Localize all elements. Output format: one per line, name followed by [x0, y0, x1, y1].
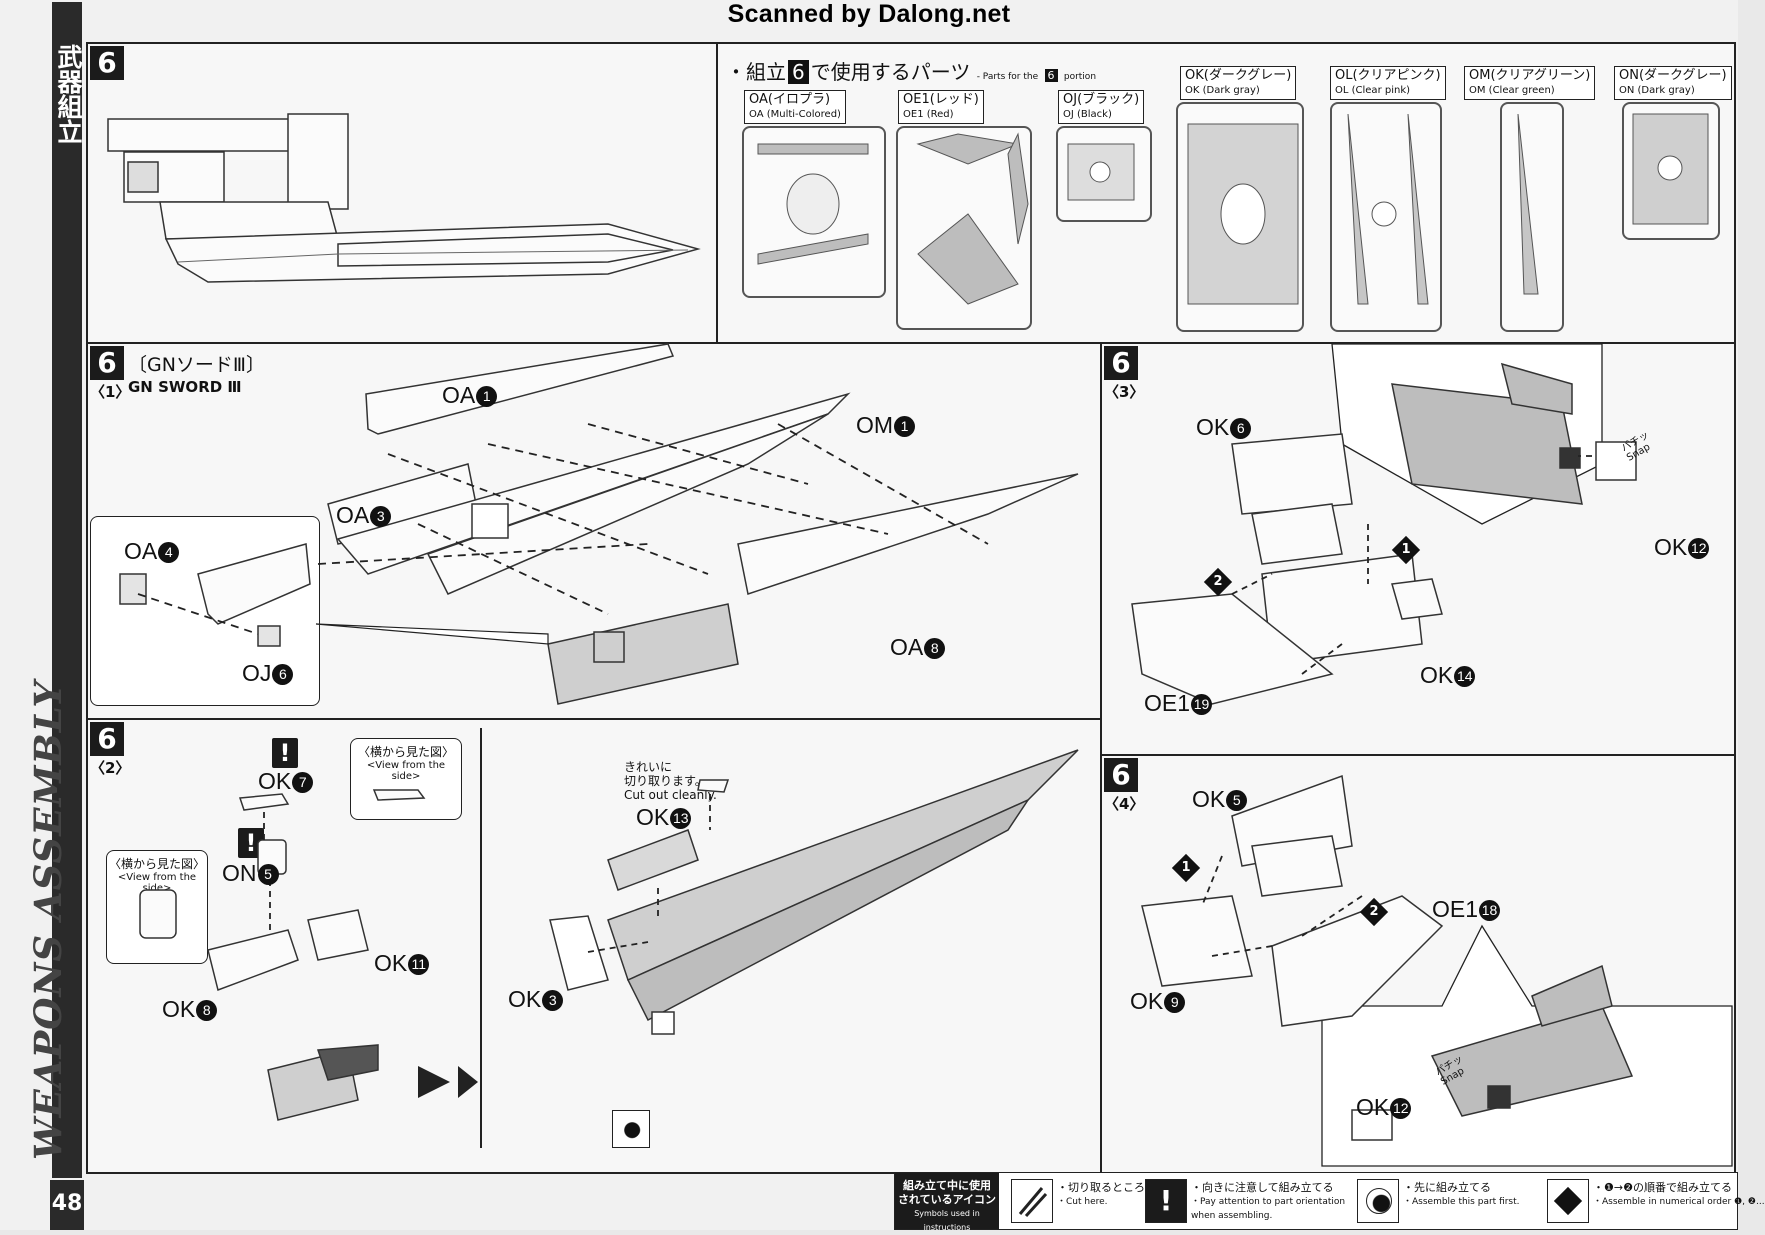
order-marker-2: 2: [1359, 897, 1389, 927]
order-marker-1: 1: [1391, 535, 1421, 565]
runner-tag-ok: OK(ダークグレー)OK (Dark gray): [1180, 66, 1297, 100]
runner-tag-ol: OL(クリアピンク)OL (Clear pink): [1330, 66, 1446, 100]
cut-cleanly-note: きれいに 切り取ります。 Cut out cleanly.: [624, 760, 717, 802]
assemble-first-icon: [1357, 1179, 1399, 1223]
runner-tag-oa: OA(イロプラ)OA (Multi-Colored): [744, 90, 846, 124]
nipper-icon: [1011, 1179, 1053, 1223]
order-marker-1: 1: [1171, 853, 1201, 883]
legend-assemble-first: ・先に組み立てる・Assemble this part first.: [1357, 1177, 1537, 1225]
step-number: 6: [90, 722, 124, 756]
step-number: 6: [90, 346, 124, 380]
substep-label: 〈1〉: [90, 383, 131, 401]
legend-title: 組み立て中に使用 されているアイコン Symbols used in instr…: [895, 1173, 999, 1232]
substep-label: 〈2〉: [90, 759, 131, 777]
sword-grip-assembly-illustration: [139, 749, 1079, 1121]
step-title-jp: 〔GNソードⅢ〕: [128, 354, 266, 376]
page-number: 48: [50, 1180, 84, 1230]
legend-orientation: ! ・向きに注意して組み立てる・Pay attention to part or…: [1145, 1177, 1345, 1225]
step-number: 6: [90, 46, 124, 80]
legend-cut-here: ・切り取るところ・Cut here.: [1011, 1177, 1145, 1225]
substep-label: 〈3〉: [1104, 383, 1145, 401]
step6-overview-panel: 6: [86, 42, 718, 344]
section-title-en: WEAPONS ASSEMBLY: [26, 680, 70, 1160]
step-title-en: GN SWORD Ⅲ: [128, 378, 242, 396]
gn-sword-assembly-illustration: [119, 343, 1079, 705]
side-view-callout: 〈横から見た図〉 <View from the side>: [350, 738, 462, 820]
section-sidebar: [52, 2, 82, 1178]
runner-om-image: [1500, 102, 1564, 332]
orientation-warning-icon: !: [272, 738, 298, 768]
runner-part-shapes: [757, 113, 1709, 305]
runner-tag-on: ON(ダークグレー)ON (Dark gray): [1614, 66, 1732, 100]
step6-2-panel: 6 〈2〉 ! ! 〈横から見た図〉 <View from the side> …: [86, 718, 1102, 1174]
panel-divider: [480, 728, 482, 1148]
runner-tag-oj: OJ(ブラック)OJ (Black): [1058, 90, 1145, 124]
watermark: Scanned by Dalong.net: [727, 0, 1011, 28]
symbols-legend: 組み立て中に使用 されているアイコン Symbols used in instr…: [894, 1172, 1765, 1232]
grip-left-assembly-illustration: [1131, 343, 1637, 705]
order-marker-2: 2: [1203, 567, 1233, 597]
step-number: 6: [1104, 758, 1138, 792]
substep-label: 〈4〉: [1104, 795, 1145, 813]
step-number: 6: [1104, 346, 1138, 380]
step-ref-badge: 6: [788, 60, 809, 84]
step6-1-panel: 6 〈1〉 〔GNソードⅢ〕 GN SWORD Ⅲ: [86, 342, 1102, 720]
assemble-first-icon: [612, 1110, 650, 1148]
runner-tag-om: OM(クリアグリーン)OM (Clear green): [1464, 66, 1596, 100]
legend-numerical-order: ・❶→❷の順番で組み立てる・Assemble in numerical orde…: [1547, 1177, 1765, 1225]
order-diamond-icon: [1547, 1179, 1589, 1223]
runner-tag-oe1: OE1(レッド)OE1 (Red): [898, 90, 984, 124]
warning-icon: !: [1145, 1179, 1187, 1223]
gn-sword-overview-illustration: [107, 113, 701, 283]
grip-right-assembly-illustration: [1141, 774, 1733, 1167]
section-title-jp: 武器組立: [54, 44, 83, 144]
